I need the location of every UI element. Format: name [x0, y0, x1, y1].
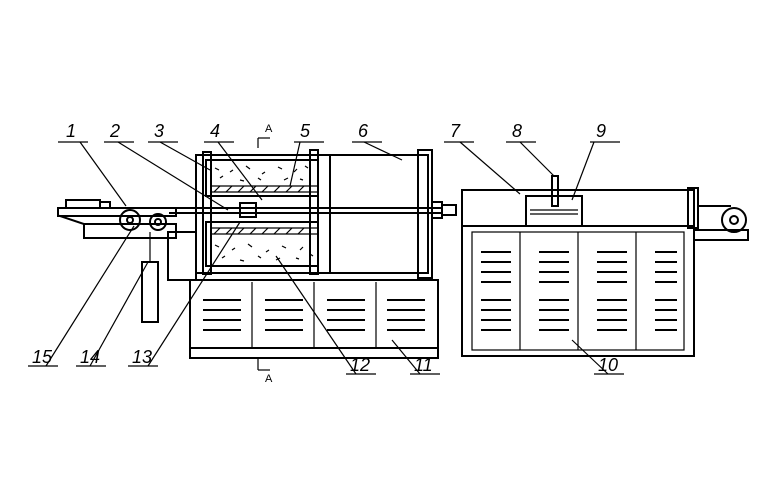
right-cabinet — [461, 225, 695, 357]
feed-rail — [57, 207, 177, 217]
callout-4: 4 — [210, 121, 220, 141]
callout-8: 8 — [512, 121, 522, 141]
counterweight-icon — [141, 261, 159, 323]
leader-lines — [28, 141, 624, 375]
lower-chamber — [205, 221, 319, 267]
callout-11: 11 — [414, 355, 433, 375]
tank — [525, 195, 583, 227]
callout-6: 6 — [358, 121, 369, 141]
callout-1: 1 — [66, 121, 76, 141]
callout-13: 13 — [132, 347, 152, 367]
callout-7: 7 — [450, 121, 461, 141]
callout-14: 14 — [80, 347, 100, 367]
vent-louver-icon — [481, 251, 677, 331]
upper-chamber — [205, 159, 319, 197]
callout-5: 5 — [300, 121, 311, 141]
vent-louver-icon — [203, 299, 425, 331]
callout-9: 9 — [596, 121, 606, 141]
callout-15: 15 — [32, 347, 53, 367]
callout-2: 2 — [109, 121, 120, 141]
callout-3: 3 — [154, 121, 164, 141]
pulley-wheel-icon — [721, 207, 747, 233]
callout-12: 12 — [350, 355, 370, 375]
right-machine — [461, 175, 749, 357]
section-mark-top: A — [265, 123, 273, 135]
callout-10: 10 — [598, 355, 618, 375]
pulley-wheel-icon — [119, 209, 141, 231]
section-mark-bottom: A — [265, 373, 273, 385]
left-cabinet — [189, 279, 439, 359]
pulley-wheel-icon — [149, 213, 167, 231]
